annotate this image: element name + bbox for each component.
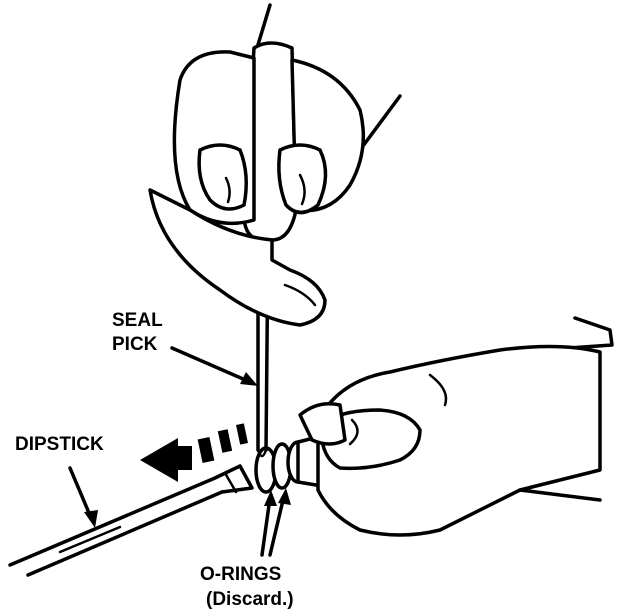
seal-pick-label-line2: PICK <box>112 334 158 355</box>
dipstick-label: DIPSTICK <box>15 434 104 455</box>
arrow-left-dashed-icon <box>140 423 248 482</box>
o-rings-label-line1: O-RINGS <box>200 564 281 585</box>
o-rings-label-line2: (Discard.) <box>206 589 294 610</box>
dipstick <box>8 464 254 577</box>
seal-pick-label-line1: SEAL <box>112 310 163 331</box>
lower-hand <box>298 316 614 537</box>
upper-hand <box>148 3 402 327</box>
o-rings <box>254 442 293 494</box>
leader-lines <box>68 346 291 557</box>
